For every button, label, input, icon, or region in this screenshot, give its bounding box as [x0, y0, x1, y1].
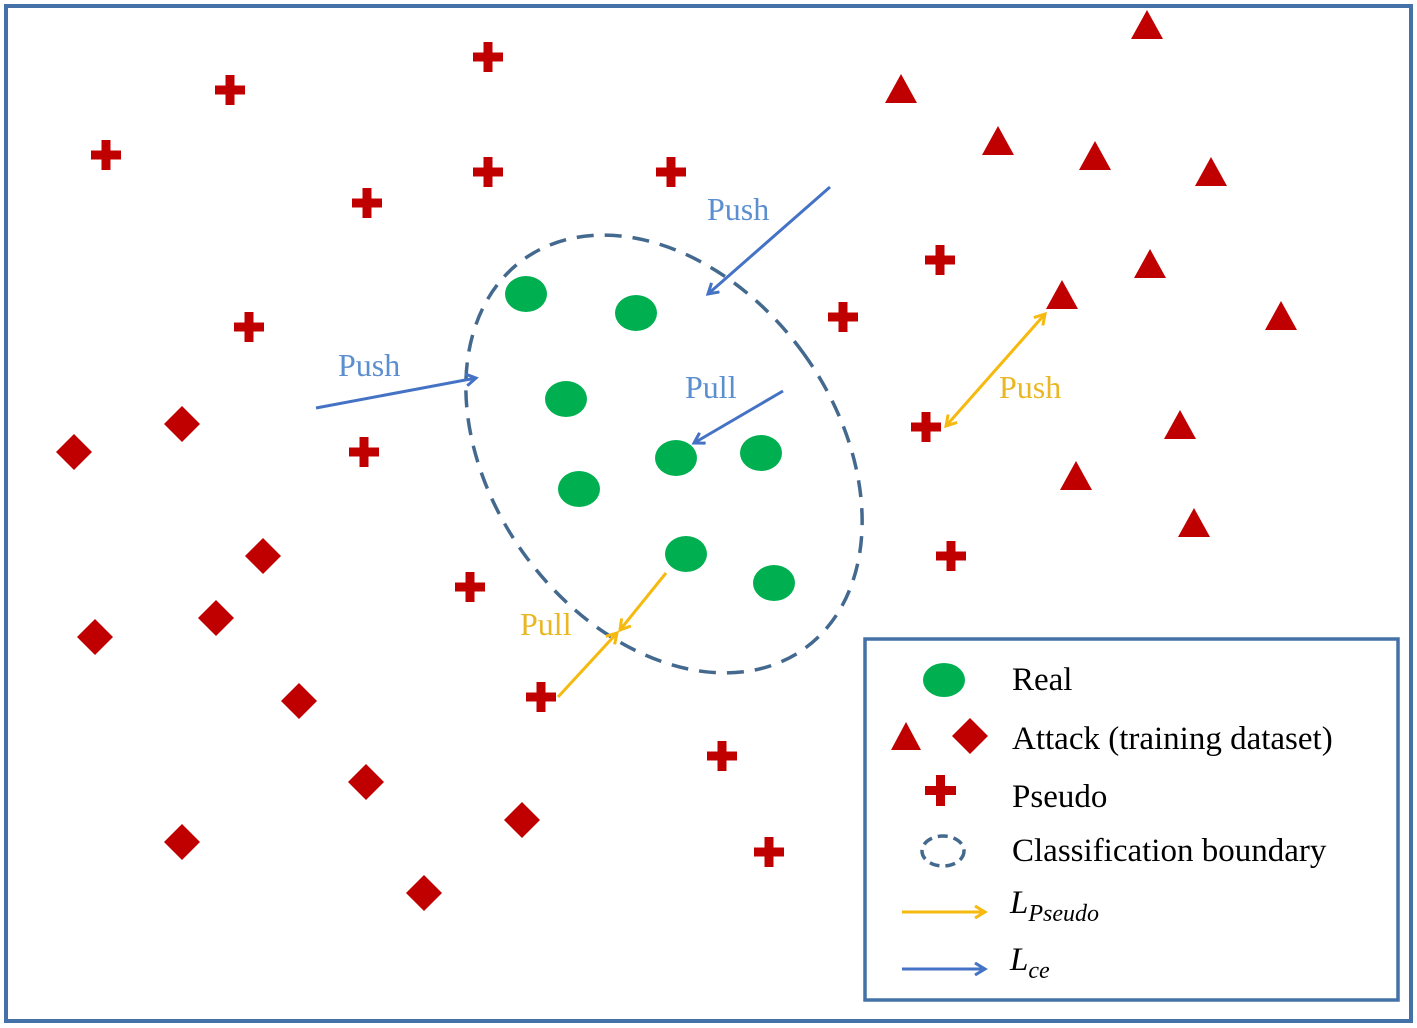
- pseudo-point: [473, 157, 503, 187]
- attack-diamond-point: [164, 824, 200, 860]
- pseudo-point: [455, 572, 485, 602]
- legend-attack-label: Attack (training dataset): [1012, 721, 1333, 757]
- real-point: [753, 565, 795, 601]
- push-arrow-yellow: [946, 314, 1045, 426]
- outer-frame: [4, 4, 1413, 1023]
- legend-lpseudo-label: LPseudo: [1009, 885, 1099, 927]
- pseudo-point: [91, 140, 121, 170]
- real-point: [558, 471, 600, 507]
- attack-diamond-point: [245, 538, 281, 574]
- pseudo-point: [828, 302, 858, 332]
- legend-box: [863, 637, 1400, 1002]
- lpseudo-sub: Pseudo: [1027, 901, 1099, 927]
- attack-diamond-point: [198, 600, 234, 636]
- legend-pseudo-label: Pseudo: [1012, 779, 1107, 815]
- pull-arrow-yellow-upper: [620, 572, 668, 630]
- attack-diamond-point: [406, 875, 442, 911]
- attack-triangle-point: [1265, 301, 1297, 330]
- attack-triangle-point: [885, 74, 917, 103]
- attack-triangle-point: [1060, 461, 1092, 490]
- attack-triangle-point: [1195, 157, 1227, 186]
- pseudo-point: [707, 741, 737, 771]
- attack-diamond-point: [77, 619, 113, 655]
- lce-sub: ce: [1028, 958, 1050, 984]
- attack-diamond-point: [281, 683, 317, 719]
- legend-diamond-icon: [952, 718, 988, 754]
- pull-arrow-blue: [694, 389, 784, 443]
- pseudo-point: [215, 75, 245, 105]
- pseudo-point: [526, 682, 556, 712]
- pseudo-point: [936, 541, 966, 571]
- real-point: [615, 295, 657, 331]
- legend-boundary-icon: [920, 834, 966, 868]
- legend-real-icon: [923, 663, 965, 697]
- legend-real-label: Real: [1012, 662, 1072, 698]
- pseudo-point: [925, 245, 955, 275]
- legend-boundary-label: Classification boundary: [1012, 833, 1327, 869]
- attack-triangle-point: [1134, 249, 1166, 278]
- pseudo-points: [91, 42, 966, 867]
- lce-main: L: [1009, 942, 1028, 978]
- lpseudo-main: L: [1009, 885, 1028, 921]
- attack-triangle-point: [1131, 10, 1163, 39]
- real-point: [545, 381, 587, 417]
- pull-label-yellow: Pull: [520, 606, 572, 642]
- pseudo-point: [656, 157, 686, 187]
- attack-diamond-point: [348, 764, 384, 800]
- attack-diamond-point: [164, 406, 200, 442]
- real-point: [655, 440, 697, 476]
- attack-triangle-point: [1178, 508, 1210, 537]
- pseudo-point: [349, 437, 379, 467]
- attack-triangle-point: [1079, 141, 1111, 170]
- legend-cross-icon: [925, 775, 956, 806]
- push-label-top: Push: [707, 191, 769, 227]
- legend: Real Attack (training dataset) Pseudo Cl…: [863, 637, 1400, 1002]
- push-arrow-left: [315, 378, 476, 410]
- legend-lce-label: Lce: [1009, 942, 1050, 984]
- attack-diamond-point: [56, 434, 92, 470]
- pseudo-point: [352, 188, 382, 218]
- real-points: [505, 276, 795, 601]
- real-point: [740, 435, 782, 471]
- attack-triangle-point: [982, 126, 1014, 155]
- attack-diamond-points: [56, 406, 540, 911]
- pull-arrow-yellow-lower: [556, 633, 617, 699]
- pseudo-point: [473, 42, 503, 72]
- push-label-yellow: Push: [999, 369, 1061, 405]
- pull-label-blue: Pull: [685, 369, 737, 405]
- classification-boundary: [464, 233, 864, 675]
- attack-diamond-point: [504, 802, 540, 838]
- pseudo-point: [911, 412, 941, 442]
- push-arrow-top: [708, 185, 831, 294]
- attack-triangle-point: [1046, 280, 1078, 309]
- push-label-left: Push: [338, 347, 400, 383]
- pseudo-point: [234, 312, 264, 342]
- real-point: [665, 536, 707, 572]
- attack-triangle-point: [1164, 410, 1196, 439]
- pseudo-point: [754, 837, 784, 867]
- real-point: [505, 276, 547, 312]
- legend-triangle-icon: [891, 722, 921, 750]
- attack-triangle-points: [885, 10, 1297, 537]
